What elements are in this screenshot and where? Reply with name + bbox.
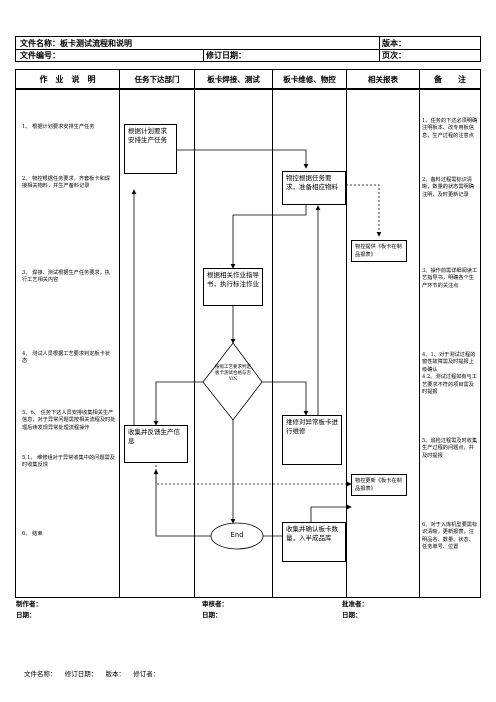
remark-2: 2、备料过程需标识清晰，数量的状态需明确注明，及时更新记录 <box>422 177 474 198</box>
step-1: 1、 根据计划要求安排生产任务 <box>22 124 95 130</box>
box-store-boards: 收集并确认板卡数量，入半成品库 <box>282 522 346 562</box>
end-label: End <box>230 531 244 539</box>
end-terminator <box>210 522 264 550</box>
step-4: 4、 测试人员根据工艺要求判定板卡状态 <box>22 351 110 365</box>
file-name: 文件名称：板卡测试流程和说明 <box>20 39 132 48</box>
step-3: 3、 焊接、测试根据生产任务要求，执行工艺相关内容 <box>22 270 110 284</box>
column-header-reports: 相关报表 <box>368 75 398 84</box>
report-wip-update: 物控更新《板卡在制品报表》 <box>351 474 407 496</box>
column-header-repair-material: 板卡维修、物控 <box>283 75 336 84</box>
box-repair-abnormal: 维修对异常板卡进行维修 <box>282 415 342 465</box>
file-number: 文件编号： <box>20 51 60 60</box>
remark-4: 4、1、对于测试过程的窗性故障需及时提报上级确认 4.2、测试过程如有与工艺要求… <box>422 352 477 396</box>
revision-date: 修订日期： <box>206 51 246 60</box>
box-execute-work: 根据相关作业指导书，执行标注作业 <box>203 268 263 306</box>
document-header: 文件名称：板卡测试流程和说明 版本： 文件编号： 修订日期： 页次： <box>15 36 481 62</box>
column-header-remarks: 备 注 <box>434 75 466 84</box>
version-label: 版本： <box>382 39 406 48</box>
box-prepare-materials: 物控根据任务要求，准备相应物料 <box>282 171 346 205</box>
decision-diamond <box>202 342 263 421</box>
remark-5: 5、追检过程需及时收集生产过程的问题点，并及时提报 <box>422 438 478 459</box>
box-collect-feedback: 收集并反馈生产信息 <box>124 425 188 463</box>
remark-3: 3、操作前需详细阅读工艺指导书，明确各个生产环节的关注点 <box>422 268 478 289</box>
page-count: 页次： <box>382 51 406 60</box>
reviewer-date: 日期： <box>202 611 222 619</box>
step-5-6: 5、6、 任务下达人员安排收集相关生产信息，对于异常问题需按相关流程及时处理后续… <box>22 410 116 431</box>
step-6: 6、 结束 <box>22 531 43 537</box>
approver-label: 批准者： <box>342 600 368 608</box>
report-wip-provide: 物控提供《板卡在制品报表》 <box>351 240 407 262</box>
box-plan-task: 根据计划要求安排生产任务 <box>124 124 177 174</box>
author-date: 日期： <box>16 611 36 619</box>
column-header-description: 作 业 说 明 <box>39 75 96 84</box>
flow-table: 作 业 说 明 任务下达部门 板卡焊接、测试 板卡维修、物控 相关报表 备 注 … <box>15 69 481 598</box>
column-header-welding-test: 板卡焊接、测试 <box>207 75 260 84</box>
remark-6: 6、对于入库机型要需标识清晰，更新报表，注明品名、数量、状态、任务单号、位置 <box>422 522 478 551</box>
step-5-1: 5.1、 维修组对于异常收集中的问题需及时收集反馈 <box>22 455 115 469</box>
approver-date: 日期： <box>342 611 362 619</box>
decision-label: 按照工艺要求判定板卡测试合格与否 Y/N <box>215 365 251 382</box>
remark-1: 1、任务的下达必须明确注明板本、改专用板信息，生产过程的注意点 <box>422 118 478 139</box>
step-2: 2、 物控根据任务要求，齐套板卡和焊接相关物料，并生产备料记录 <box>22 176 110 190</box>
bottom-footer-line: 文件名称： 修订日期： 版本： 修订者： <box>24 670 160 678</box>
author-label: 制作者： <box>16 600 42 608</box>
reviewer-label: 审核者： <box>202 600 228 608</box>
column-header-task-dept: 任务下达部门 <box>134 75 180 84</box>
flow-connectors <box>131 149 382 550</box>
